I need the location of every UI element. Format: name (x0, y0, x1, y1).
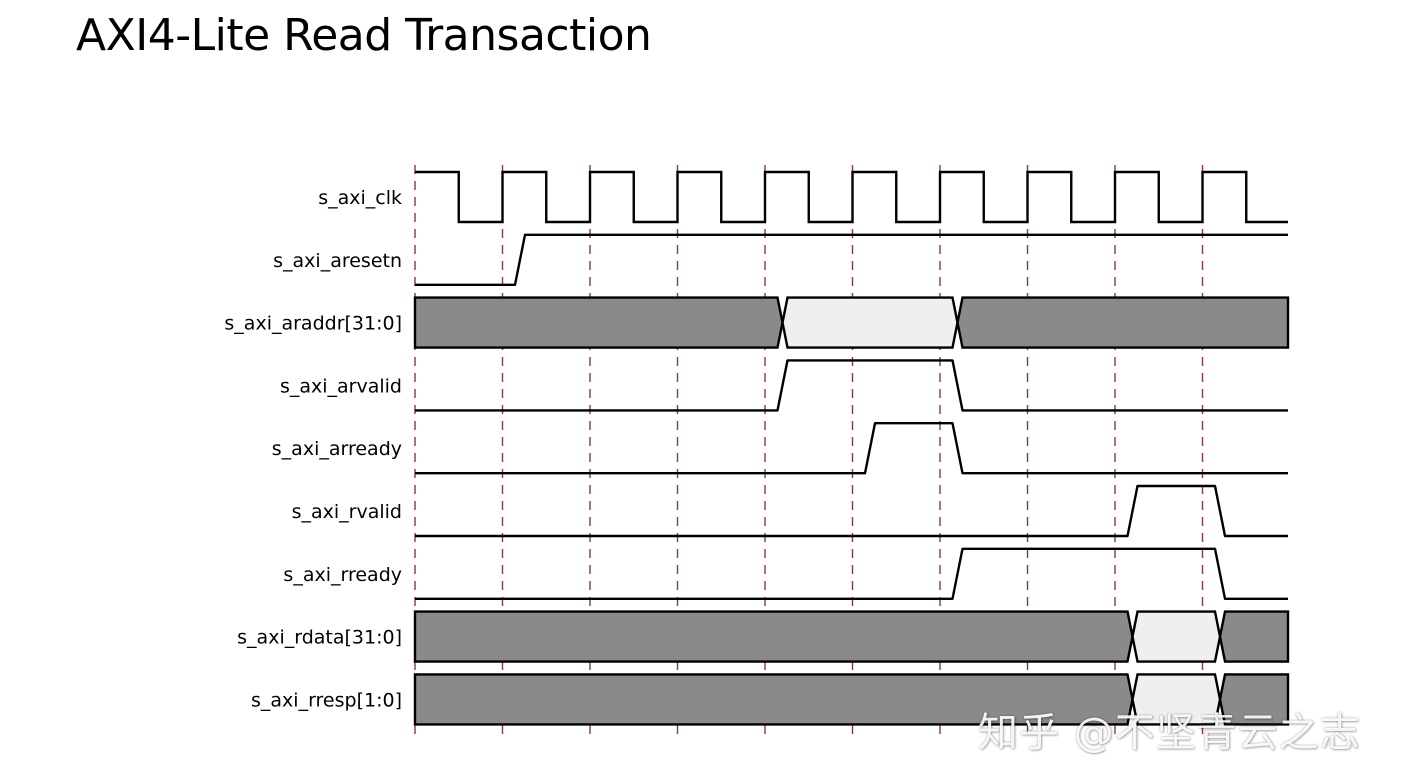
signal-label-s-axi-aresetn: s_axi_aresetn (273, 250, 402, 272)
signal-label-s-axi-arready: s_axi_arready (272, 438, 402, 460)
signal-label-s-axi-arvalid: s_axi_arvalid (280, 375, 402, 397)
waveform-s-axi-aresetn (415, 233, 1288, 286)
signal-waveforms (413, 170, 1290, 726)
waveform-s-axi-arready (415, 422, 1288, 475)
bus-segment-s-axi-araddr-2 (956, 296, 1290, 349)
signal-label-s-axi-rdata: s_axi_rdata[31:0] (237, 627, 402, 649)
signal-label-s-axi-rvalid: s_axi_rvalid (292, 501, 402, 523)
waveform-s-axi-rvalid (415, 484, 1288, 538)
signal-label-s-axi-clk: s_axi_clk (318, 187, 402, 209)
bus-segment-s-axi-rdata-2 (1218, 610, 1290, 663)
bus-segment-s-axi-rresp-0 (413, 673, 1134, 726)
waveform-s-axi-rready (415, 547, 1288, 600)
signal-label-s-axi-araddr: s_axi_araddr[31:0] (224, 313, 402, 335)
watermark: 知乎 @不坚青云之志 (978, 710, 1361, 756)
signal-labels: s_axi_clk s_axi_aresetn s_axi_araddr[31:0]… (224, 187, 402, 711)
waveform-s-axi-clk (415, 170, 1288, 224)
bus-segment-s-axi-rdata-1 (1131, 610, 1222, 663)
bus-segment-s-axi-araddr-1 (781, 296, 959, 349)
signal-label-s-axi-rresp: s_axi_rresp[1:0] (251, 689, 402, 711)
bus-segment-s-axi-rresp-2 (1218, 673, 1290, 726)
waveform-s-axi-arvalid (415, 359, 1288, 412)
page-title: AXI4-Lite Read Transaction (76, 10, 652, 61)
signal-label-s-axi-rready: s_axi_rready (283, 564, 402, 586)
bus-segment-s-axi-rdata-0 (413, 610, 1134, 663)
bus-segment-s-axi-araddr-0 (413, 296, 784, 349)
